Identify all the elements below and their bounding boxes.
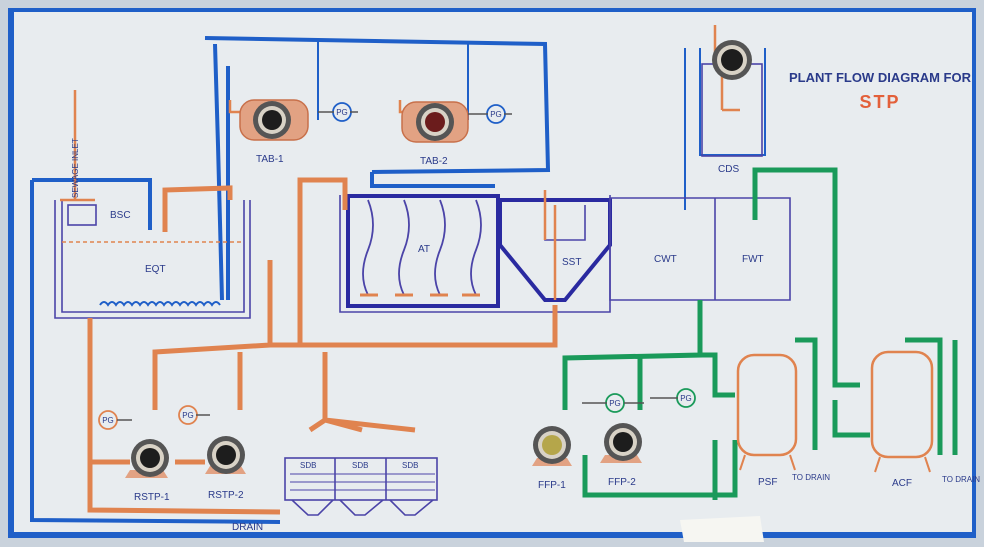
cwt-fwt-tanks [609,197,791,301]
tape-sticker [680,516,764,542]
acf-label: ACF [892,478,912,489]
svg-text:PG: PG [680,394,692,403]
diagram-subtitle: STP [859,92,900,112]
tab-1-blower [239,99,309,141]
acf-vessel [870,350,934,473]
title-block: PLANT FLOW DIAGRAM FOR STP [789,70,972,112]
sdb-3-label: SDB [402,461,418,470]
svg-text:PG: PG [490,110,502,119]
psf-label: PSF [758,477,777,488]
sdb-2-label: SDB [352,461,368,470]
svg-text:PG: PG [182,411,194,420]
drain-label: DRAIN [232,522,263,533]
air-header-lines [30,36,766,524]
ffp-1-pump [532,426,572,466]
bsc-label: BSC [110,210,131,221]
sdb-beds [284,457,438,516]
panel-board [14,12,972,532]
tab-2-blower [401,101,469,143]
sdb-1-label: SDB [300,461,316,470]
cds-pump [712,40,752,80]
rstp-2-label: RSTP-2 [208,490,244,501]
ffp-2-pump [600,423,642,463]
to-drain-label-psf: TO DRAIN [792,473,830,482]
diagram-title: PLANT FLOW DIAGRAM FOR [789,70,972,85]
tab-1-label: TAB-1 [256,154,284,165]
psf-vessel [736,353,798,471]
svg-text:PG: PG [609,399,621,408]
to-drain-label-acf: TO DRAIN [942,475,980,484]
eqt-tank [54,200,251,319]
tab-2-label: TAB-2 [420,156,448,167]
rstp-1-pump [125,439,169,478]
cwt-label: CWT [654,254,677,265]
cds-label: CDS [718,164,739,175]
sewage-inlet-label: SEWAGE INLET [71,138,80,198]
filter-lines [562,167,958,500]
gauge-stems [117,111,678,421]
at-label: AT [418,244,430,255]
rstp-2-pump [205,436,246,474]
ffp-1-label: FFP-1 [538,480,566,491]
rstp-1-label: RSTP-1 [134,492,170,503]
svg-text:PG: PG [102,416,114,425]
svg-text:PG: PG [336,108,348,117]
pg-gauge-labels: PG PG PG PG PG PG [102,108,692,425]
ffp-2-label: FFP-2 [608,477,636,488]
sst-label: SST [562,257,581,268]
fwt-label: FWT [742,254,764,265]
eqt-label: EQT [145,264,166,275]
